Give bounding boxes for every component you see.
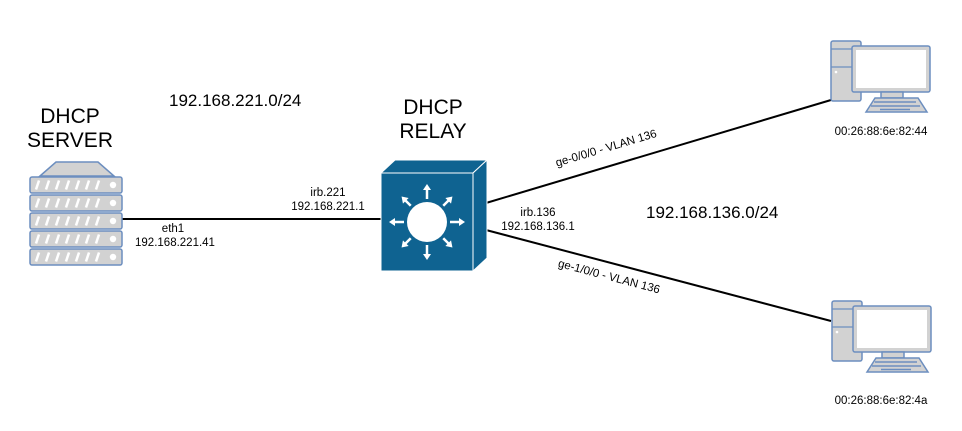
switch-arrow-icon: [389, 218, 404, 226]
server-rack-unit: [29, 176, 123, 194]
workstation-icon-client1: [830, 40, 931, 113]
server-rack-unit: [29, 248, 123, 266]
subnet-label-server-side: 192.168.221.0/24: [169, 91, 302, 110]
subnet-label-client-side: 192.168.136.0/24: [646, 203, 779, 222]
workstation-icon-client2: [831, 300, 932, 373]
server-rack-unit: [29, 212, 123, 230]
link-relay-client2: [485, 229, 832, 322]
relay-title-line1: DHCP: [403, 96, 463, 119]
switch-arrow-icon: [401, 237, 412, 248]
switch-arrow-icon: [450, 218, 465, 226]
server-rack-unit: [29, 194, 123, 212]
relay-west-interface-label: irb.221 192.168.221.1: [268, 186, 388, 214]
switch-arrow-icon: [423, 184, 431, 199]
switch-arrow-icon: [423, 245, 431, 260]
switch-arrow-icon: [401, 196, 412, 207]
relay-east-ip: 192.168.136.1: [501, 221, 575, 233]
server-title-line2: SERVER: [27, 129, 113, 152]
switch-arrow-icon: [442, 196, 453, 207]
server-interface: eth1: [161, 223, 185, 235]
relay-title: DHCP RELAY: [388, 96, 478, 144]
server-interface-label: eth1 192.168.221.41: [118, 222, 228, 250]
relay-title-line2: RELAY: [399, 120, 467, 143]
server-title-line1: DHCP: [40, 105, 100, 128]
server-title: DHCP SERVER: [22, 105, 118, 153]
server-rack-unit: [29, 230, 123, 248]
relay-east-interface-label: irb.136 192.168.136.1: [488, 206, 588, 234]
relay-east-interface: irb.136: [520, 207, 556, 219]
client2-mac: 00:26:88:6e:82:4a: [834, 395, 928, 407]
server-ip: 192.168.221.41: [135, 237, 215, 249]
link-relay-client1: [485, 99, 832, 204]
relay-west-interface: irb.221: [310, 187, 346, 199]
client1-mac: 00:26:88:6e:82:44: [834, 126, 928, 138]
relay-west-ip: 192.168.221.1: [291, 201, 365, 213]
layer3-switch-icon: [379, 158, 489, 273]
switch-arrow-icon: [442, 237, 453, 248]
server-icon: [29, 161, 123, 266]
